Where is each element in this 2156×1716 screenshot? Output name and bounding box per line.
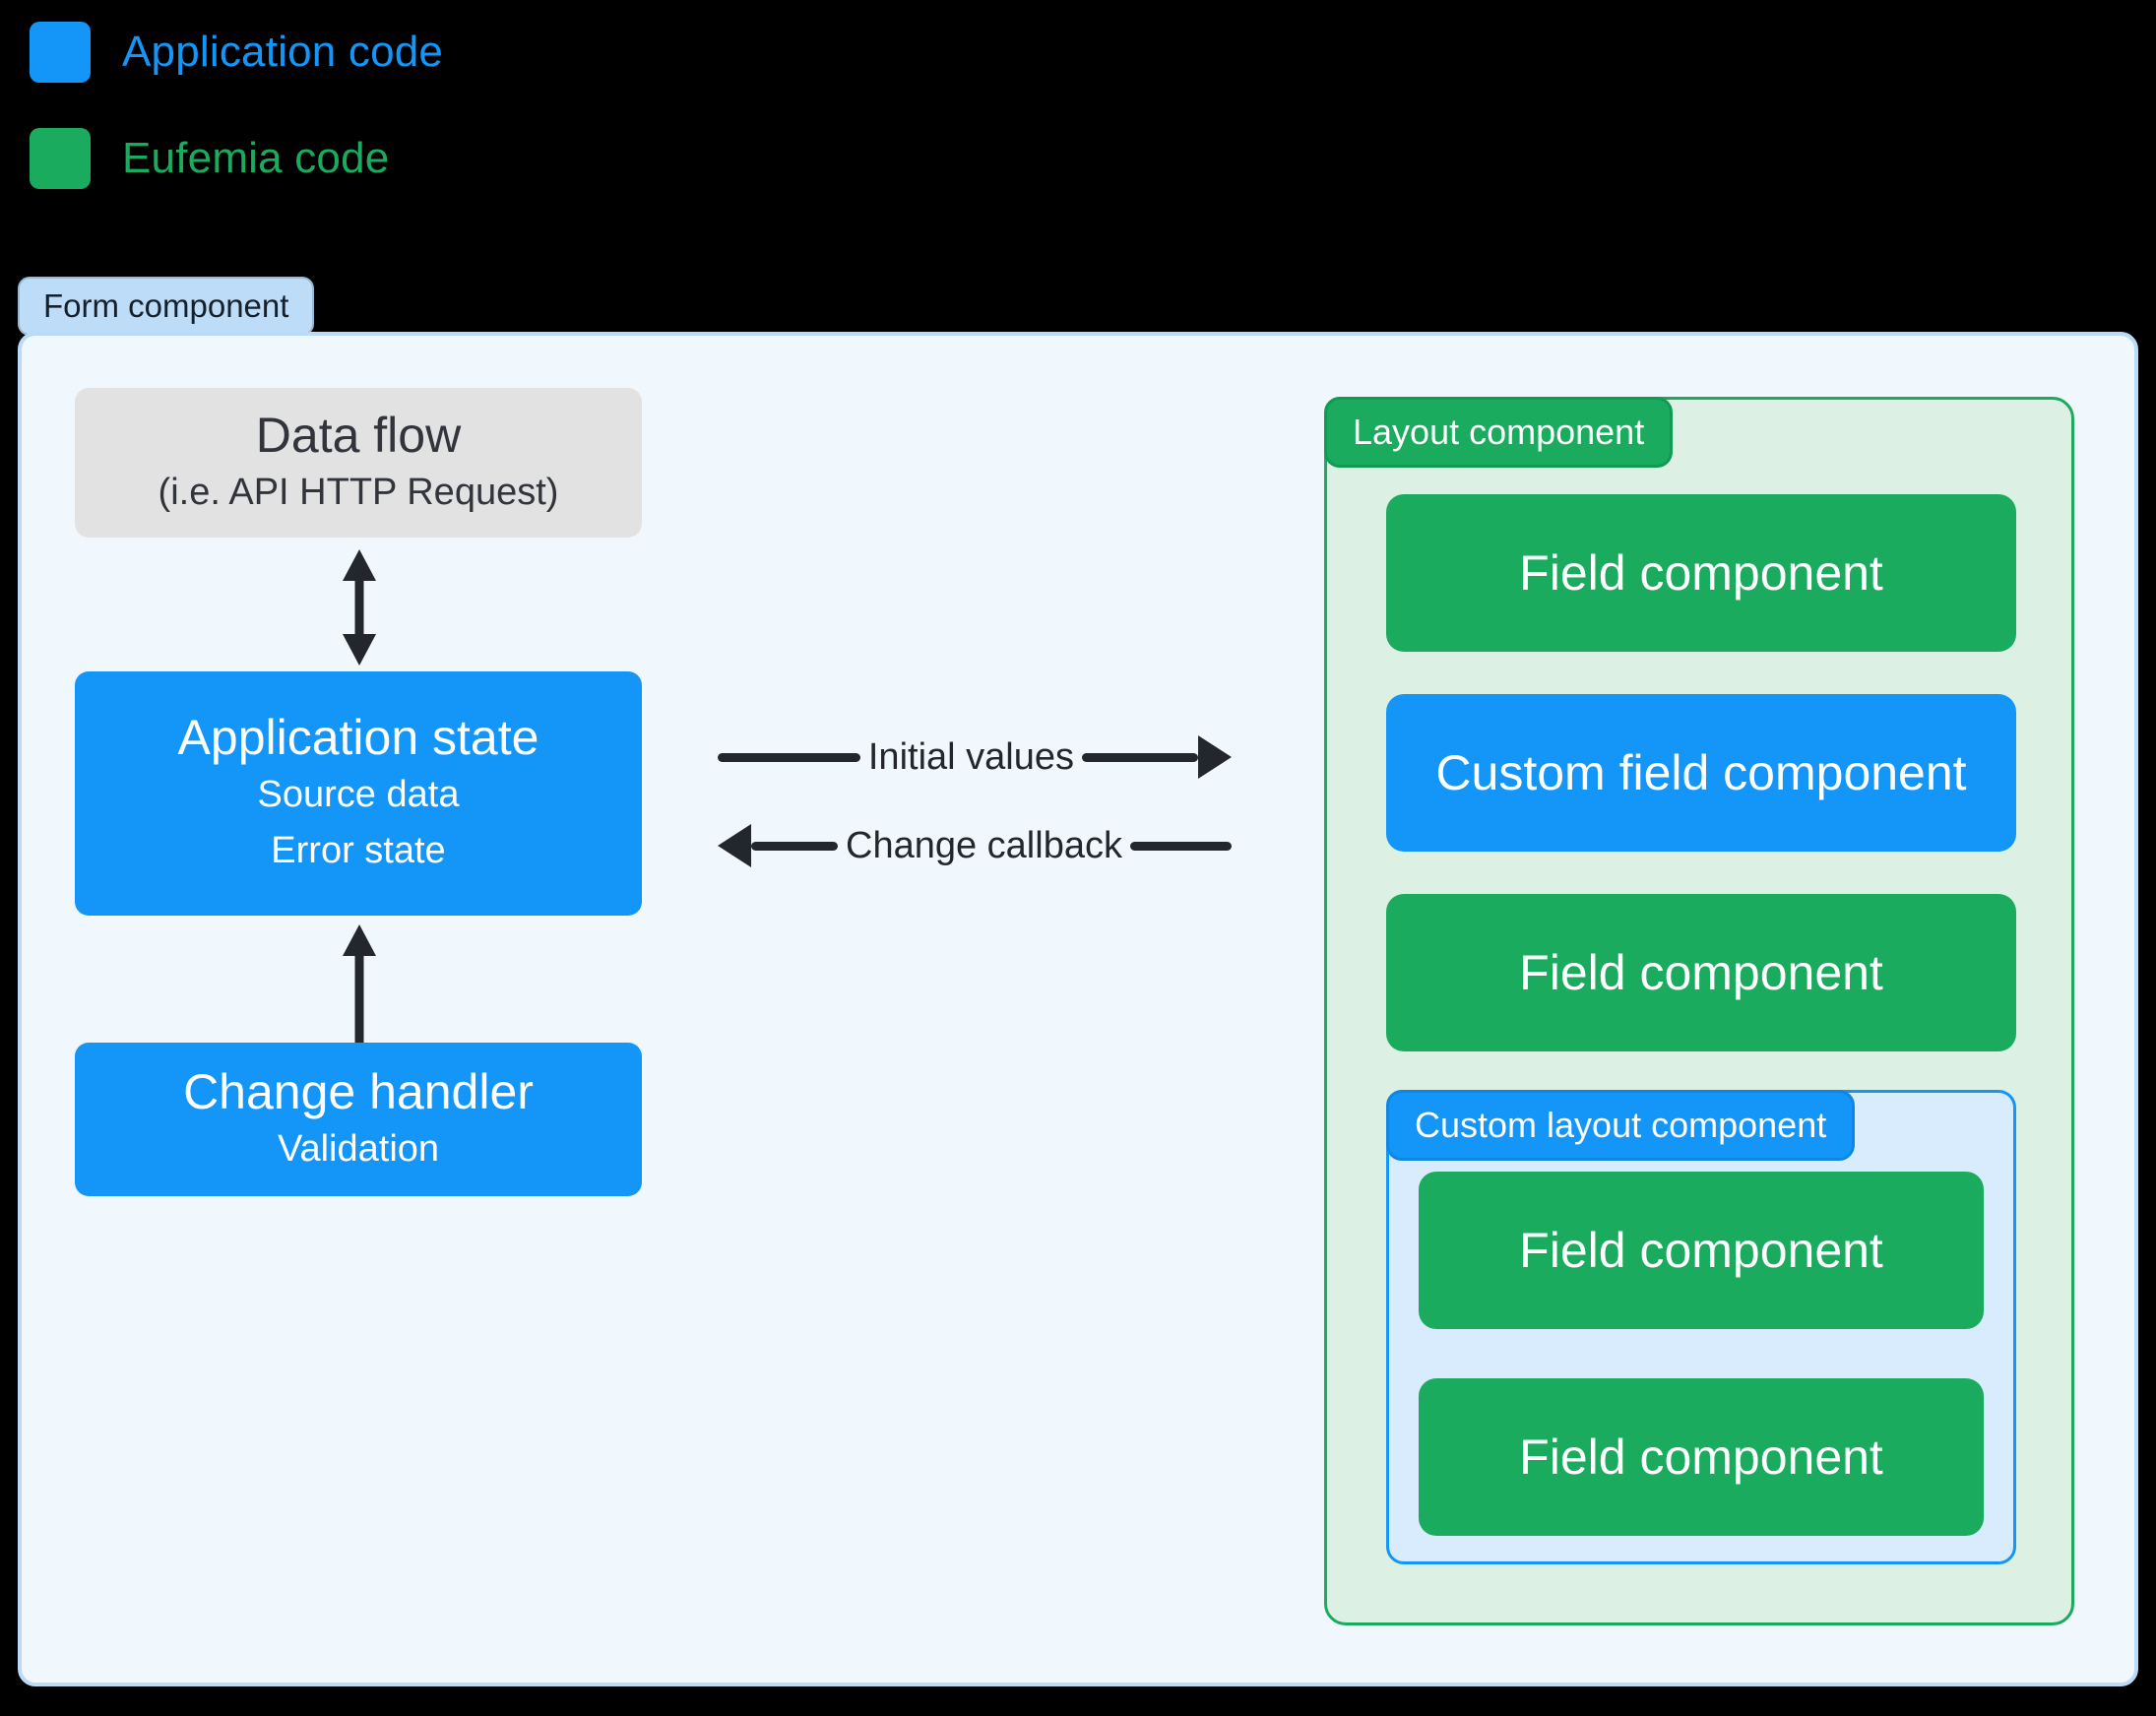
legend-label-application-code: Application code (122, 28, 444, 76)
custom-layout-component-label: Custom layout component (1386, 1090, 1856, 1161)
eufemia-code-swatch-icon (30, 128, 91, 189)
layout-component-label: Layout component (1324, 397, 1674, 468)
data-flow-subtitle: (i.e. API HTTP Request) (158, 471, 559, 513)
form-component-container: Data flow (i.e. API HTTP Request) Applic… (18, 332, 2138, 1686)
application-state-title: Application state (177, 710, 539, 765)
change-handler-validation: Validation (277, 1127, 440, 1170)
legend-label-eufemia-code: Eufemia code (122, 134, 390, 182)
change-callback-label: Change callback (846, 824, 1122, 866)
custom-layout-component-container: Custom layout component Field component … (1386, 1090, 2016, 1564)
data-flow-box: Data flow (i.e. API HTTP Request) (75, 388, 642, 538)
legend-item-eufemia-code: Eufemia code (30, 128, 389, 189)
field-component-box: Field component (1386, 494, 2016, 652)
left-arrow-icon (718, 824, 838, 867)
right-arrow-icon (1082, 735, 1232, 779)
initial-values-flow: Initial values (718, 735, 1232, 779)
application-code-swatch-icon (30, 22, 91, 83)
form-component-label: Form component (18, 277, 315, 336)
up-arrow-icon (343, 924, 376, 1043)
field-component-box: Field component (1419, 1378, 1984, 1536)
custom-field-component-box: Custom field component (1386, 694, 2016, 852)
bidirectional-arrow-icon (343, 549, 376, 666)
legend-item-application-code: Application code (30, 22, 443, 83)
line-segment (718, 752, 860, 762)
initial-values-label: Initial values (867, 735, 1074, 778)
application-state-source-data: Source data (257, 774, 460, 815)
line-segment (1129, 841, 1232, 851)
layout-component-container: Layout component Field component Custom … (1324, 397, 2074, 1625)
data-flow-title: Data flow (255, 407, 462, 463)
field-component-box: Field component (1386, 894, 2016, 1051)
change-callback-flow: Change callback (718, 824, 1232, 867)
change-handler-title: Change handler (183, 1063, 534, 1119)
change-handler-box: Change handler Validation (75, 1043, 642, 1196)
application-state-error-state: Error state (271, 830, 446, 871)
field-component-box: Field component (1419, 1172, 1984, 1329)
application-state-box: Application state Source data Error stat… (75, 671, 642, 916)
